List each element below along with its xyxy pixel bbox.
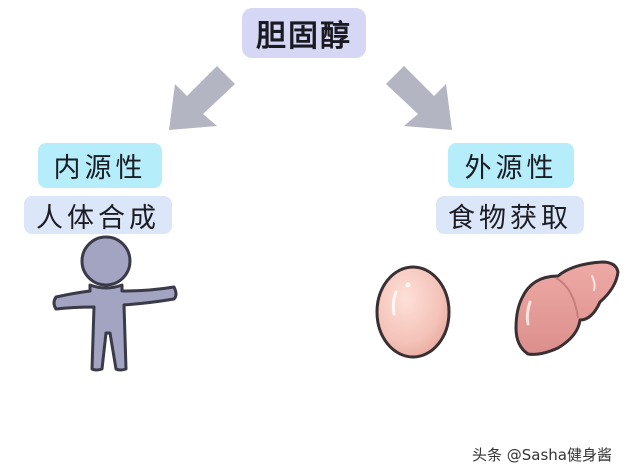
liver-icon — [514, 260, 620, 356]
food-intake-label: 食物获取 — [448, 202, 572, 234]
human-figure-icon — [52, 235, 178, 372]
arrow-down-left-icon — [169, 66, 235, 130]
title-box: 胆固醇 — [242, 8, 366, 58]
exogenous-label: 外源性 — [464, 153, 558, 184]
endogenous-box: 内源性 — [38, 143, 162, 188]
title: 胆固醇 — [256, 19, 352, 54]
food-intake-box: 食物获取 — [436, 196, 584, 234]
arrow-down-right-icon — [386, 66, 452, 130]
egg-icon — [375, 265, 451, 359]
endogenous-label: 内源性 — [53, 153, 147, 184]
watermark: 头条 @Sasha健身酱 — [472, 446, 612, 464]
exogenous-box: 外源性 — [448, 143, 574, 188]
human-synthesis-box: 人体合成 — [24, 196, 172, 234]
human-synthesis-label: 人体合成 — [36, 202, 160, 234]
